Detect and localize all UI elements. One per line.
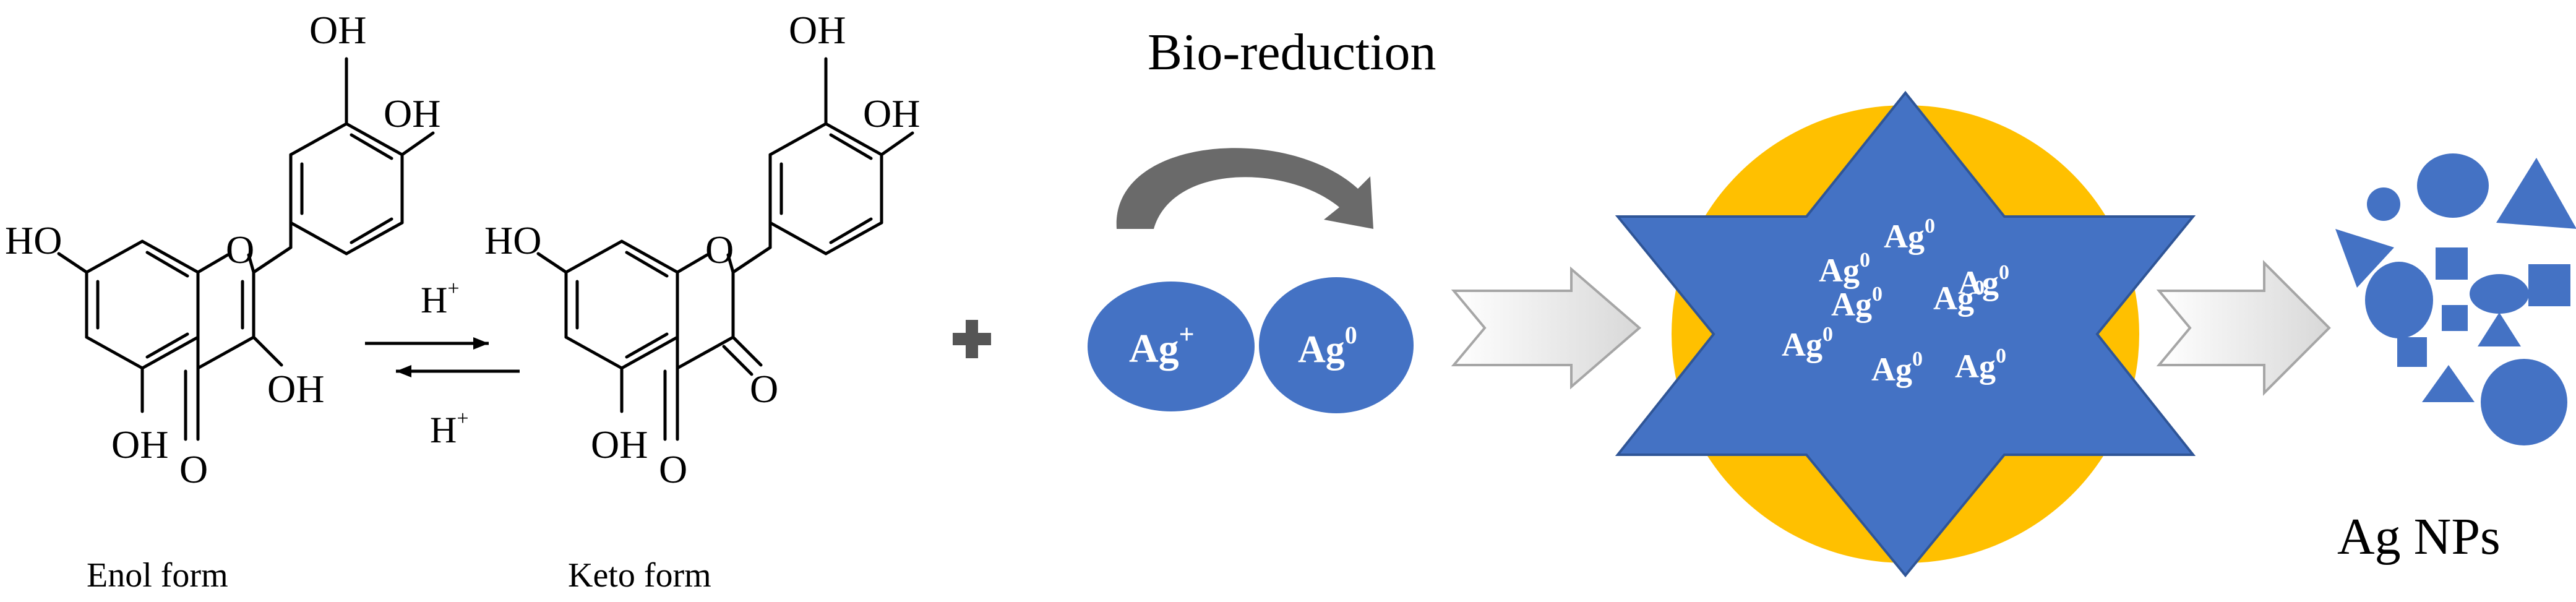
star-ag-label: Ag0 [1819, 249, 1870, 289]
eq-top-label: H [421, 280, 447, 320]
keto-oh-bottom: OH [591, 423, 648, 467]
np-square-small [2442, 305, 2468, 331]
np-square-mid [2436, 247, 2468, 280]
enol-oh-bottom: OH [111, 423, 168, 467]
eq-bottom-label: H [430, 410, 457, 450]
ag-ion-ellipse [1088, 282, 1255, 411]
enol-atom-labels: OH OH HO O OH OH O Enol form [5, 8, 440, 595]
ag-atom-sup: 0 [1345, 321, 1357, 349]
process-arrow-icon-1 [1451, 266, 1642, 390]
curved-arrow-icon [1116, 148, 1373, 229]
ag-ion-sup: + [1179, 319, 1195, 350]
np-ellipse-left [2365, 262, 2433, 338]
equilibrium-arrows [365, 337, 520, 377]
keto-ho-left: HO [484, 218, 541, 262]
capping-capsule [1615, 90, 2196, 578]
svg-text:H+: H+ [430, 407, 469, 450]
star-ag-label: Ag0 [1782, 323, 1833, 363]
enol-ring-o: O [226, 228, 254, 272]
keto-oh-top: OH [789, 8, 846, 52]
bioreduction-label: Bio-reduction [1148, 24, 1436, 81]
star-ag-label: Ag0 [1884, 215, 1935, 255]
np-ellipse-top [2417, 153, 2489, 218]
ag-atom-ellipse [1259, 277, 1414, 413]
enol-oh-top: OH [309, 8, 366, 52]
np-triangle-bottom [2422, 365, 2475, 402]
keto-ring-o: O [705, 228, 734, 272]
star-shape [1615, 90, 2196, 578]
svg-text:Ag0: Ag0 [1298, 321, 1357, 371]
np-triangle-left [2335, 229, 2394, 288]
keto-structure [536, 57, 914, 441]
enol-carbonyl-o: O [179, 447, 208, 491]
star-ag-label: Ag0 [1958, 261, 2009, 301]
ag-ion-label: Ag [1129, 326, 1179, 371]
keto-atom-labels: OH OH HO O O OH O Keto form [484, 8, 920, 595]
enol-oh-mid: OH [384, 92, 440, 135]
plus-icon [953, 320, 991, 358]
enol-ho-left: HO [5, 218, 62, 262]
keto-carbonyl-o: O [659, 447, 687, 491]
np-circle-small [2367, 187, 2400, 221]
process-arrow-icon-2 [2156, 260, 2331, 396]
np-ellipse-mid [2470, 274, 2529, 314]
star-ag-label: Ag0 [1933, 277, 1985, 317]
np-square-bottom-left [2397, 337, 2427, 367]
svg-text:H+: H+ [421, 277, 460, 320]
keto-oh-mid: OH [863, 92, 920, 135]
star-ag-label: Ag0 [1871, 348, 1923, 388]
equilibrium-labels: H+ H+ [421, 277, 469, 450]
svg-text:Ag+: Ag+ [1129, 319, 1195, 371]
np-triangle-mid [2478, 312, 2521, 346]
eq-top-sup: + [447, 277, 459, 300]
ag-atom-label: Ag [1298, 329, 1345, 371]
np-triangle-top-right [2496, 158, 2576, 229]
np-square-right [2528, 264, 2570, 306]
enol-caption: Enol form [87, 556, 228, 595]
np-circle-large [2481, 359, 2567, 445]
enol-structure [57, 57, 435, 441]
nanoparticle-cluster [2335, 153, 2576, 445]
ag-nps-label: Ag NPs [2337, 508, 2501, 565]
star-ag-label: Ag0 [1831, 283, 1883, 323]
keto-caption: Keto form [568, 556, 711, 595]
keto-ketone-o: O [750, 367, 778, 411]
star-ag-label: Ag0 [1955, 345, 2006, 385]
eq-bottom-sup: + [457, 407, 468, 430]
enol-oh-right: OH [267, 367, 324, 411]
